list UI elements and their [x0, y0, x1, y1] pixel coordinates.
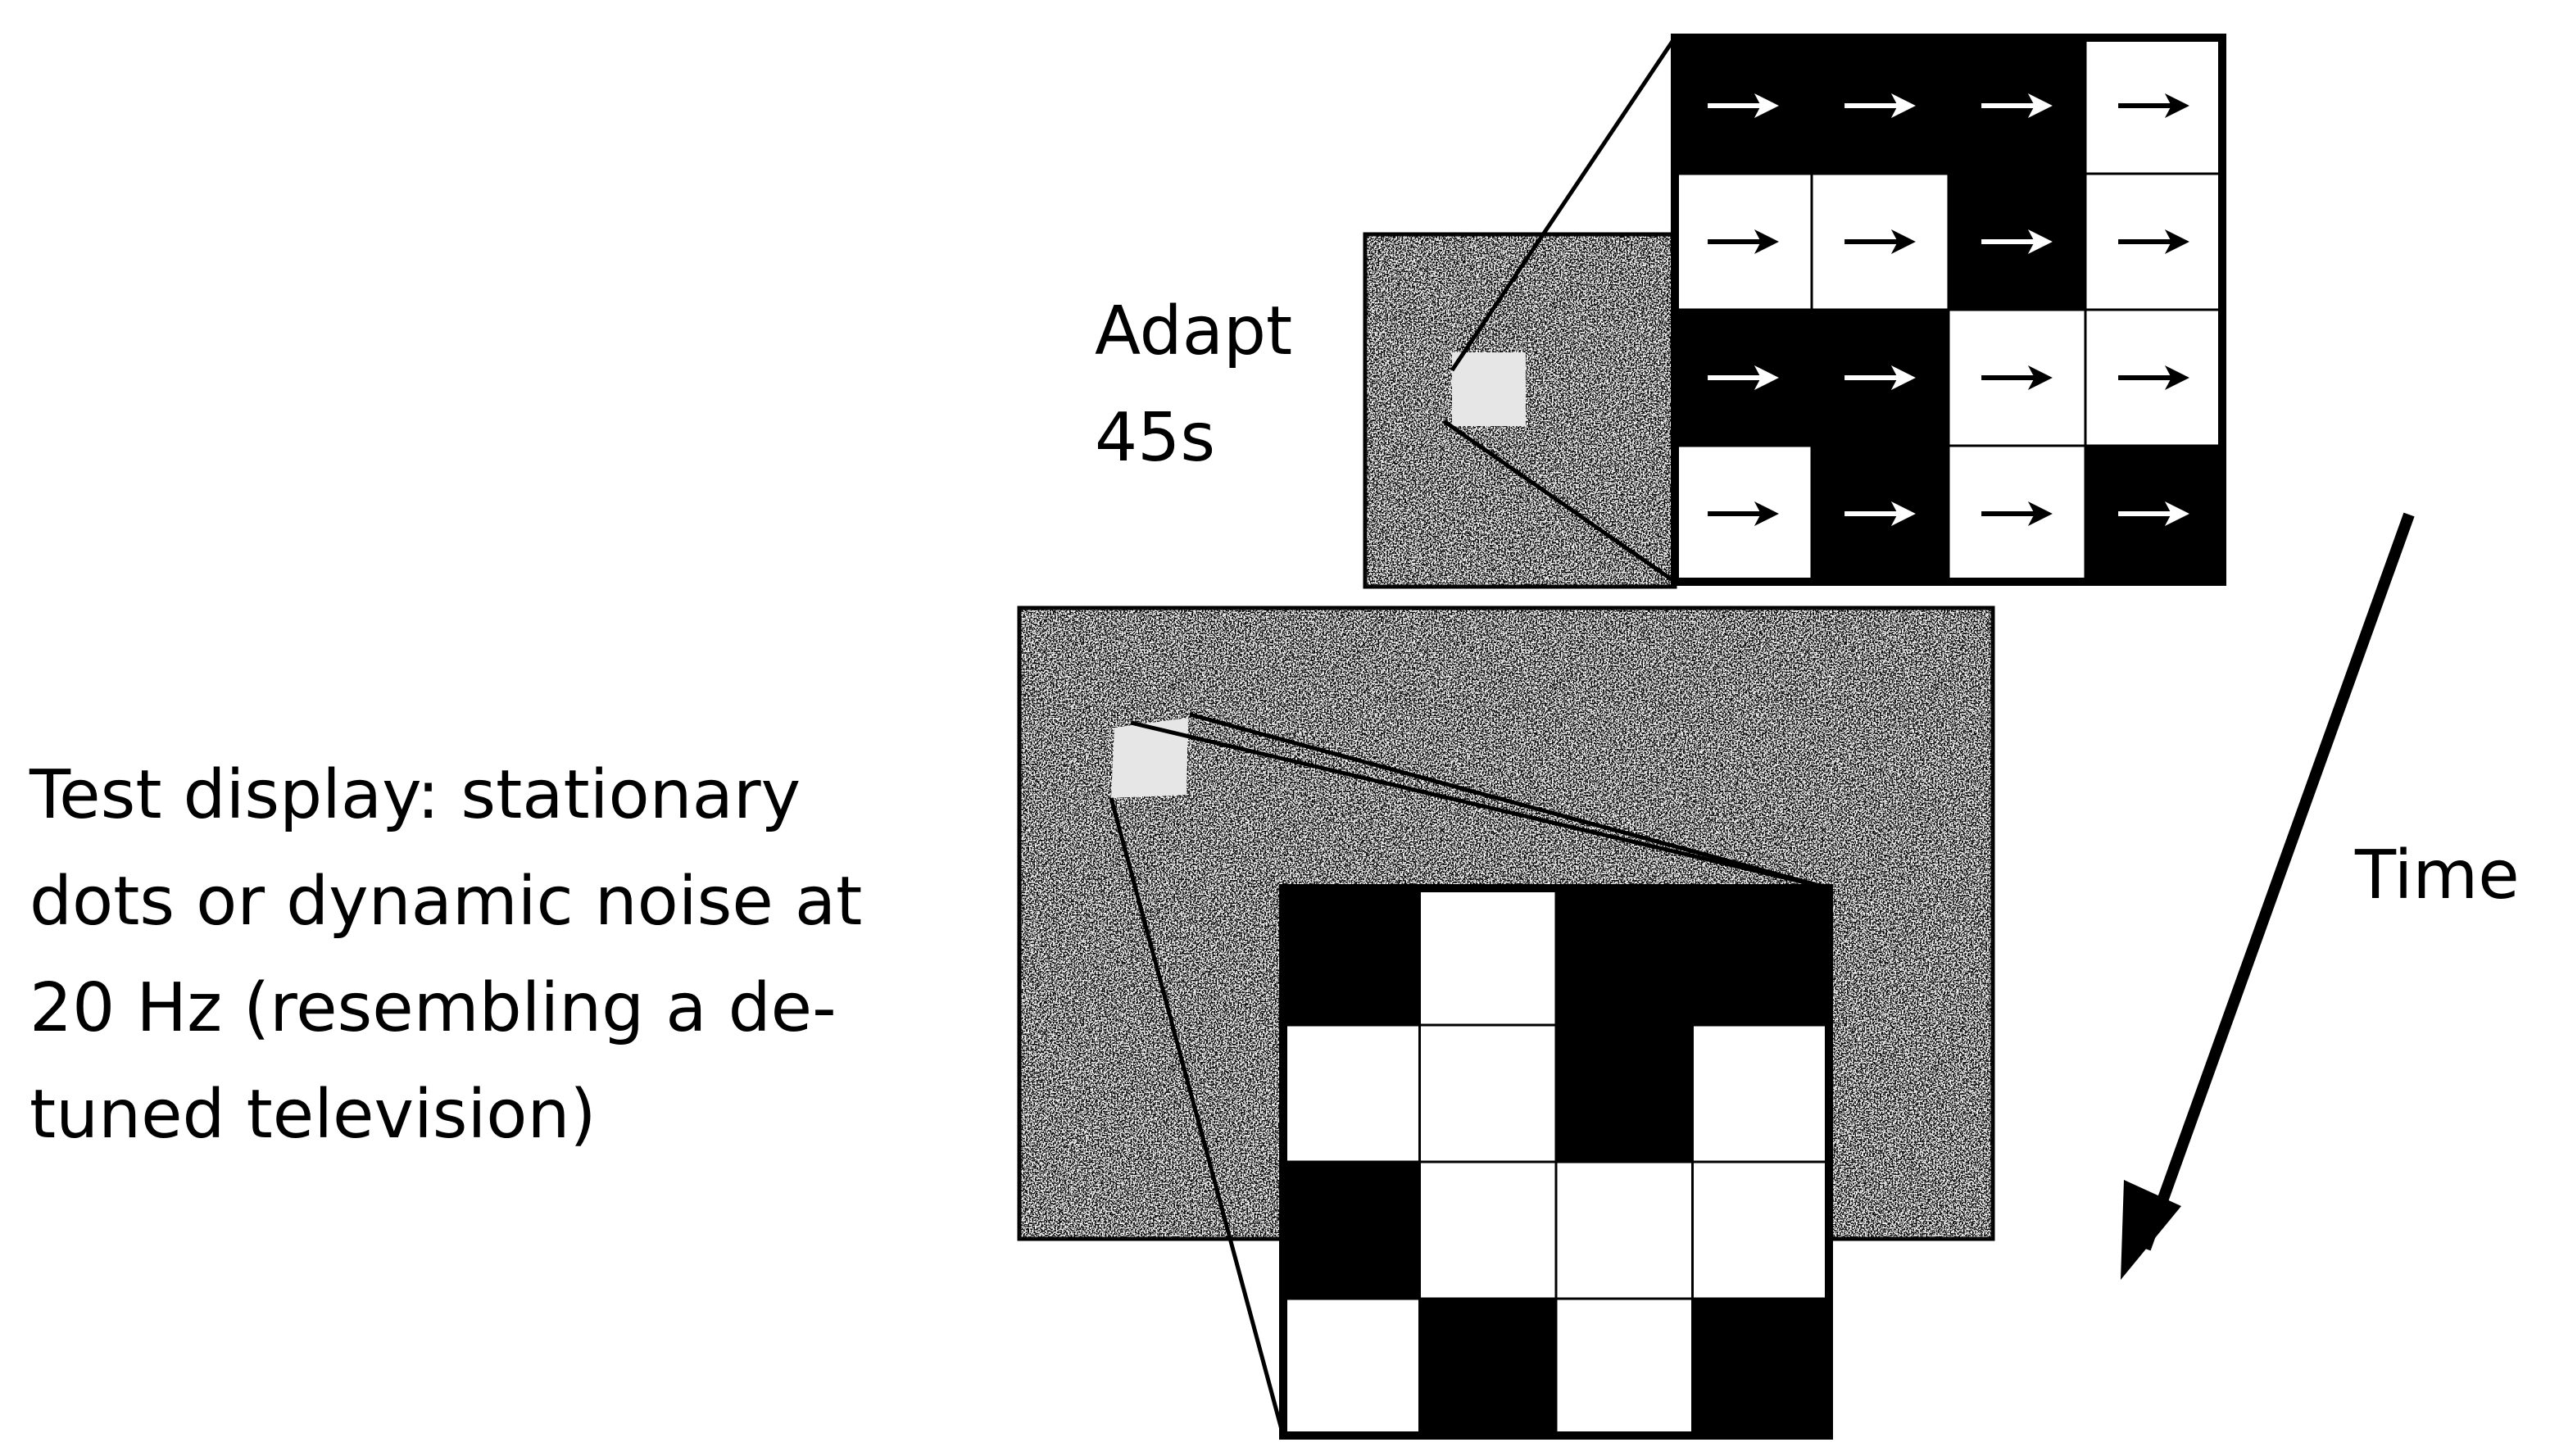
test-grid-cell: [1691, 1297, 1831, 1437]
test-grid-cell: [1554, 1160, 1694, 1300]
adapt-label-line-2: 45s: [1095, 399, 1216, 477]
adapt-zoom-lines: [1442, 36, 1677, 584]
adapt-label-line-1: Adapt: [1095, 293, 1293, 370]
test-grid-cell: [1418, 887, 1558, 1027]
arrow-right-icon: [1708, 93, 1779, 118]
test-grid-cell: [1282, 1160, 1421, 1300]
adapt-grid: [1671, 34, 2226, 586]
test-label-line-1: Test display: stationary: [29, 756, 801, 834]
test-grid-cell: [1554, 1023, 1694, 1163]
test-patch: [1111, 718, 1188, 798]
test-grid-cell: [1554, 1297, 1694, 1437]
test-grid-cell: [1691, 1023, 1831, 1163]
adapt-grid-border: [1671, 34, 2226, 586]
adapt-patch: [1452, 352, 1526, 426]
arrow-right-icon: [1708, 501, 1779, 526]
arrow-right-icon: [1981, 365, 2053, 390]
arrow-right-icon: [1844, 93, 1916, 118]
test-grid-cell: [1418, 1297, 1558, 1437]
test-grid-cell: [1282, 1297, 1421, 1437]
test-label-line-3: 20 Hz (resembling a de-: [29, 969, 837, 1047]
test-grid-cell: [1691, 1160, 1831, 1300]
test-grid-cell: [1418, 1160, 1558, 1300]
test-label-line-4: tuned television): [29, 1076, 597, 1154]
arrow-right-icon: [1981, 501, 2053, 526]
arrow-right-icon: [2118, 229, 2189, 254]
test-grid-cell: [1554, 887, 1694, 1027]
arrow-right-icon: [1844, 229, 1916, 254]
test-grid-cell: [1691, 887, 1831, 1027]
adapt-label: Adapt 45s: [1095, 279, 1292, 492]
arrow-right-icon: [1981, 93, 2053, 118]
test-grid-cell: [1418, 1023, 1558, 1163]
test-label: Test display: stationary dots or dynamic…: [29, 742, 862, 1168]
arrow-right-icon: [1844, 501, 1916, 526]
time-label: Time: [2355, 837, 2520, 914]
arrow-right-icon: [1708, 365, 1779, 390]
test-zoom-lines: [1109, 712, 1830, 1436]
arrow-right-icon: [2118, 93, 2189, 118]
test-label-line-2: dots or dynamic noise at: [29, 863, 863, 941]
test-grid-cell: [1282, 887, 1421, 1027]
adapt-noise-display: [1363, 232, 1677, 589]
test-grid-border: [1279, 884, 1833, 1440]
arrow-right-icon: [1981, 229, 2053, 254]
arrow-right-icon: [1844, 365, 1916, 390]
arrow-right-icon: [1708, 229, 1779, 254]
adapt-grid-cell: [2084, 308, 2224, 447]
arrow-right-icon: [2118, 501, 2189, 526]
time-arrowhead: [2121, 1180, 2181, 1280]
adapt-grid-cell: [2084, 444, 2224, 583]
time-arrow: [2121, 512, 2415, 1280]
test-grid-cell: [1282, 1023, 1421, 1163]
arrow-right-icon: [2118, 365, 2189, 390]
test-grid: [1279, 884, 1833, 1440]
